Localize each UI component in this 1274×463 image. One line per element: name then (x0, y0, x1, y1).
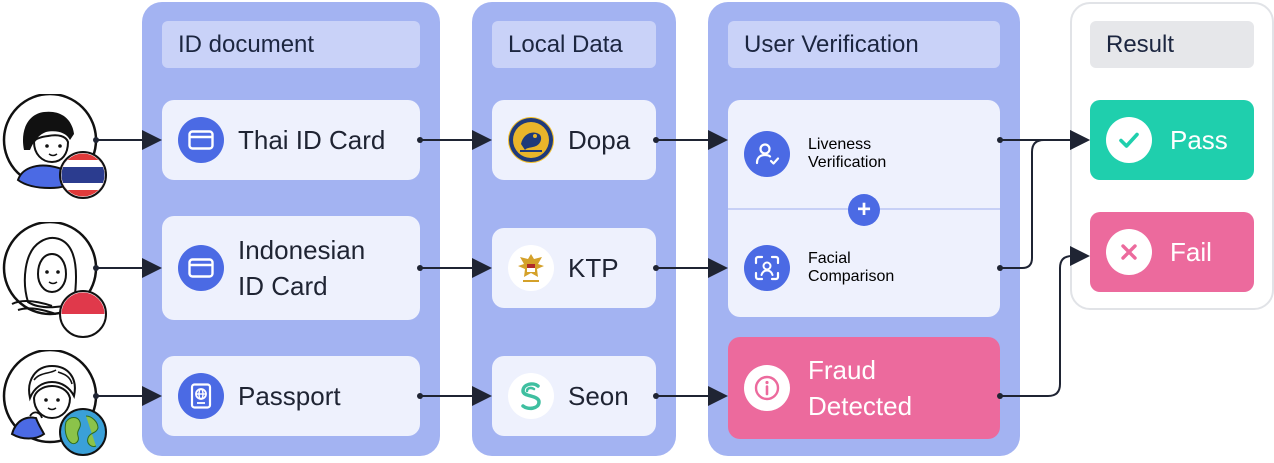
indonesian-id-card: Indonesian ID Card (162, 216, 420, 320)
id-card-icon (178, 117, 224, 163)
ktp-card: KTP (492, 228, 656, 308)
thai-id-card: Thai ID Card (162, 100, 420, 180)
pass-label: Pass (1170, 125, 1228, 155)
dopa-label: Dopa (568, 125, 631, 155)
liveness-label-line2: Verification (808, 154, 887, 171)
dopa-card: Dopa (492, 100, 656, 180)
result-header: Result (1090, 21, 1254, 68)
facial-label-line2: Comparison (808, 268, 895, 285)
ktp-label: KTP (568, 253, 619, 283)
id-document-header: ID document (162, 21, 420, 68)
user-verification-header: User Verification (728, 21, 1000, 68)
check-icon (1106, 117, 1152, 163)
passport-card: Passport (162, 356, 420, 436)
ktp-garuda-logo (508, 245, 554, 291)
thai-id-card-label: Thai ID Card (238, 125, 386, 155)
local-data-header: Local Data (492, 21, 656, 68)
fraud-detected-card: Fraud Detected (728, 337, 1000, 439)
seon-card: Seon (492, 356, 656, 436)
x-icon (1106, 229, 1152, 275)
facial-label-line1: Facial (808, 250, 851, 267)
fail-result: Fail (1090, 212, 1254, 292)
seon-logo (508, 373, 554, 419)
plus-icon: + (848, 194, 880, 226)
liveness-label-line1: Liveness (808, 136, 872, 153)
id-card-icon (178, 245, 224, 291)
fraud-label-line1: Fraud (808, 355, 876, 385)
face-scan-icon (744, 245, 790, 291)
pass-result: Pass (1090, 100, 1254, 180)
passport-icon (178, 373, 224, 419)
indonesian-id-label-line1: Indonesian (238, 235, 366, 265)
liveness-icon (744, 131, 790, 177)
indonesian-id-label-line2: ID Card (238, 271, 328, 301)
user-indonesian-avatar (0, 220, 110, 343)
seon-label: Seon (568, 381, 629, 411)
user-global-avatar (0, 348, 110, 463)
info-icon (744, 365, 790, 411)
facial-comparison: Facial Comparison (744, 228, 994, 308)
dopa-logo (508, 117, 554, 163)
liveness-verification: Liveness Verification (744, 114, 994, 194)
fail-label: Fail (1170, 237, 1212, 267)
fraud-label-line2: Detected (808, 391, 913, 421)
passport-label: Passport (238, 381, 341, 411)
